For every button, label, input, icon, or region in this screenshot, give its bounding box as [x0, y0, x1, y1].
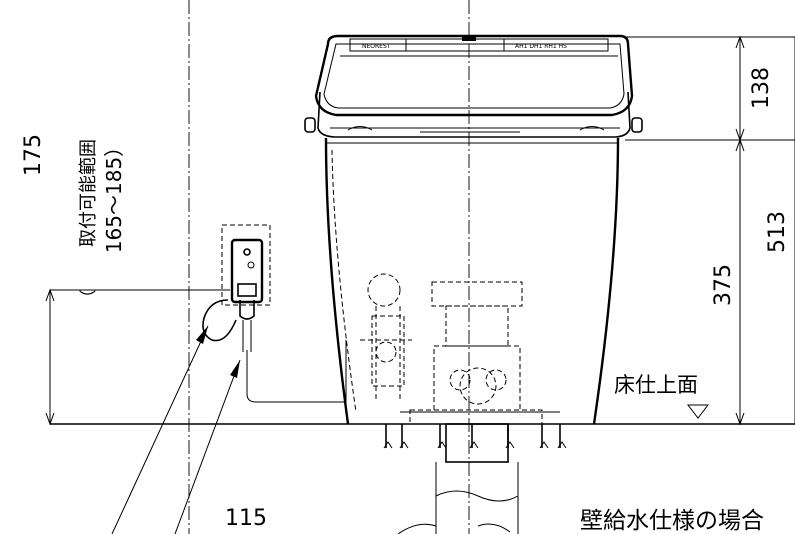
toilet-lid: NEOREST AH1 DH1 RH1 HS — [314, 34, 634, 117]
dim-label-375: 375 — [711, 264, 736, 306]
dim-label-range-text: 取付可能範囲 — [78, 139, 99, 247]
internal-plumbing — [360, 273, 560, 425]
dim-label-513: 513 — [765, 211, 790, 253]
dim-label-175: 175 — [21, 134, 46, 176]
dim-arrows-375 — [735, 138, 745, 426]
wall-supply-label: 壁給水仕様の場合 — [580, 508, 764, 534]
dim-arrows-175 — [45, 288, 55, 426]
panel-right-text: AH1 DH1 RH1 HS — [515, 43, 567, 50]
floor-marker-icon — [686, 404, 710, 419]
panel-left-text: NEOREST — [362, 43, 391, 50]
toilet-bowl-left — [324, 137, 350, 425]
toilet-bowl-right — [592, 137, 620, 425]
toilet-bowl-inner — [331, 149, 357, 413]
dim-label-138: 138 — [749, 67, 774, 109]
dim-label-range-values: 165～185） — [102, 137, 126, 253]
toilet-seat — [304, 91, 643, 138]
leader-lines — [111, 325, 241, 534]
dim-label-115: 115 — [225, 506, 267, 531]
wall-supply-valve — [202, 224, 347, 403]
floor-drain — [383, 423, 567, 534]
floor-finish-label: 床仕上面 — [614, 373, 698, 397]
dim-label-range-paren: （ — [79, 290, 99, 307]
